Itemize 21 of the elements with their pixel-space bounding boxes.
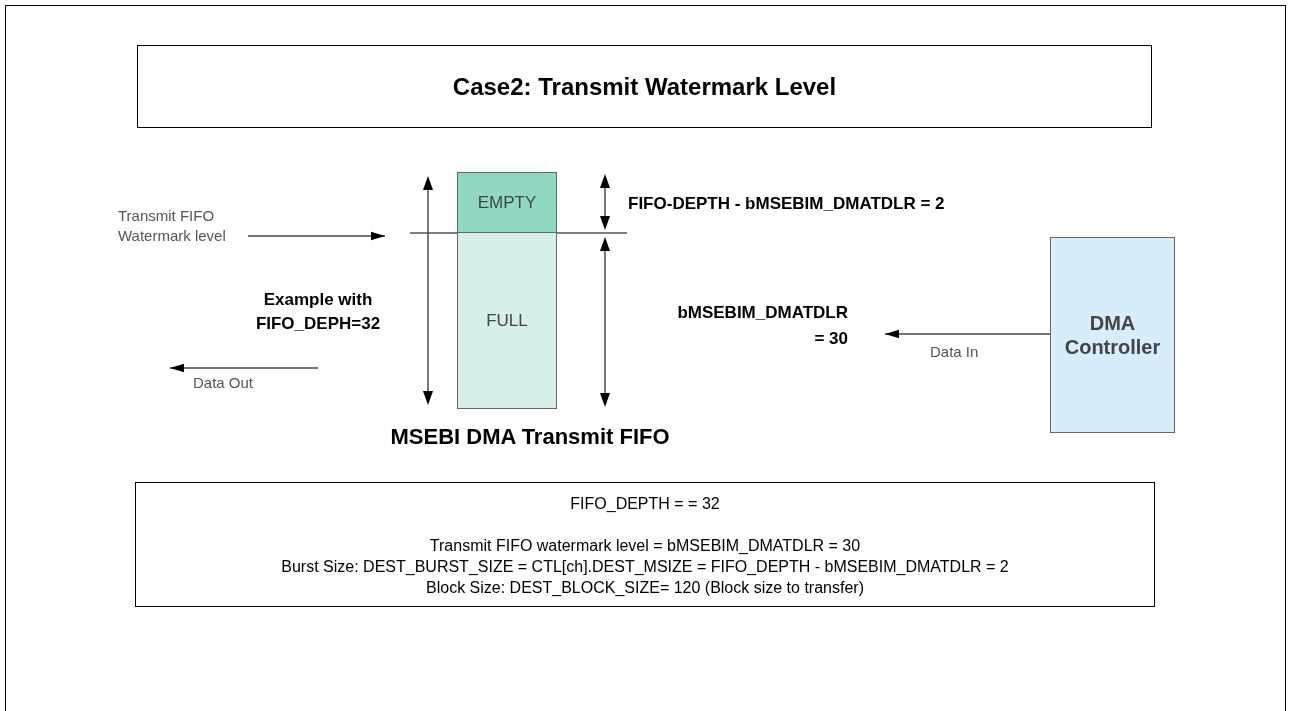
note-text: Example with FIFO_DEPH=32 — [254, 289, 382, 335]
note-text: Block Size: DEST_BLOCK_SIZE= 120 (Block size to transfer) — [426, 578, 864, 598]
annotation-text: Transmit FIFO Watermark level — [118, 206, 248, 246]
arrow — [247, 231, 386, 241]
segment-label: FULL — [486, 310, 528, 331]
fifo-segment — [457, 232, 557, 409]
note-text: FIFO_DEPTH = = 32 — [570, 494, 720, 514]
fifo-segment — [457, 172, 557, 233]
title: Case2: Transmit Watermark Level — [137, 45, 1152, 128]
segment-label: EMPTY — [477, 192, 537, 213]
dimension-label: FIFO-DEPTH - bMSEBIM_DMATDLR = 2 — [628, 194, 945, 214]
arrow-label: Data Out — [193, 374, 254, 391]
edge-label: Data In — [930, 343, 979, 360]
note-text: Transmit FIFO watermark level = bMSEBIM_DMATDLR = 30 — [429, 536, 861, 556]
caption: MSEBI DMA Transmit FIFO — [389, 424, 671, 450]
dimension-label: bMSEBIM_DMATDLR = 30 — [676, 302, 848, 350]
controller-label: DMA Controller — [1063, 311, 1162, 359]
note-text: Burst Size: DEST_BURST_SIZE = CTL[ch].DEST_MSIZE = FIFO_DEPTH - bMSEBIM_DMATDLR = 2 — [281, 557, 1009, 577]
arrow — [884, 329, 1051, 339]
controller-box — [1050, 237, 1175, 433]
notes-box — [135, 482, 1155, 607]
